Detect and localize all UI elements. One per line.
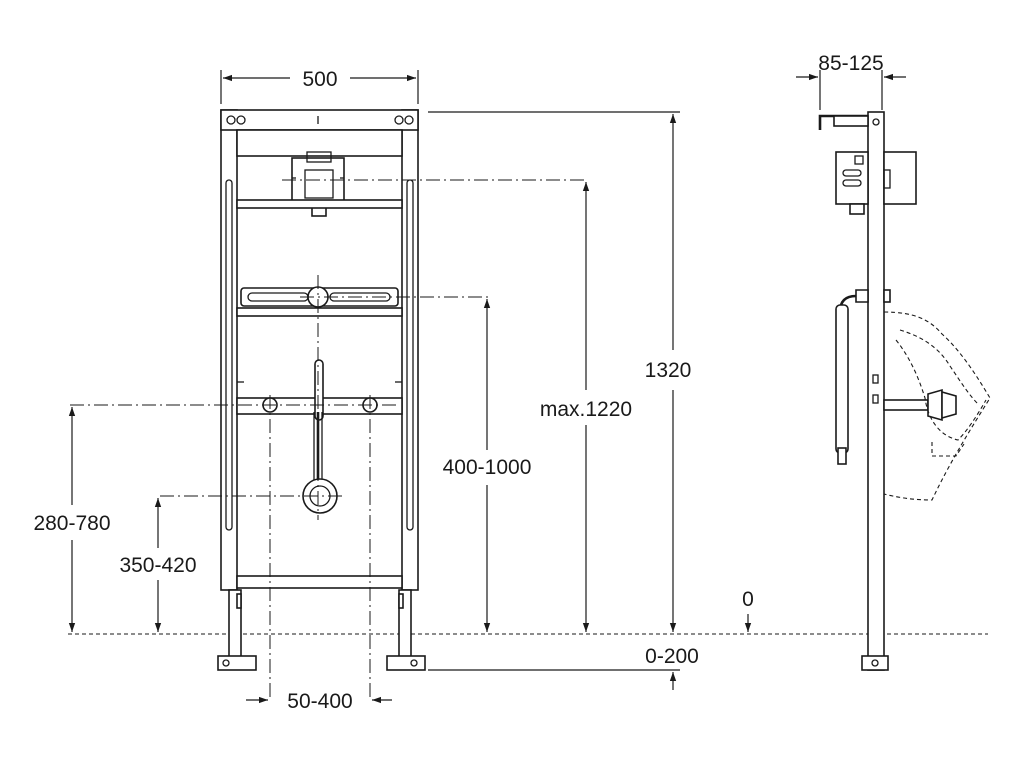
label-side-depth: 85-125 (818, 52, 883, 75)
label-350-420: 350-420 (119, 554, 196, 577)
dimension-floor-adjust (428, 669, 680, 690)
label-total-height: 1320 (645, 359, 692, 382)
label-width: 500 (302, 68, 337, 91)
label-floor-adjust: 0-200 (645, 645, 699, 668)
label-280-780: 280-780 (33, 512, 110, 535)
urinal-outline (883, 311, 991, 501)
label-floor-zero: 0 (742, 588, 754, 611)
label-max-height: max.1220 (540, 398, 632, 421)
front-view-frame (217, 109, 426, 671)
label-spacing: 50-400 (287, 690, 352, 713)
front-center-lines (70, 179, 585, 700)
dimension-side-depth (796, 70, 906, 110)
dimension-width (220, 70, 419, 104)
label-400-1000: 400-1000 (443, 456, 532, 479)
dimension-total-height (428, 111, 680, 632)
side-view-frame (818, 111, 957, 671)
